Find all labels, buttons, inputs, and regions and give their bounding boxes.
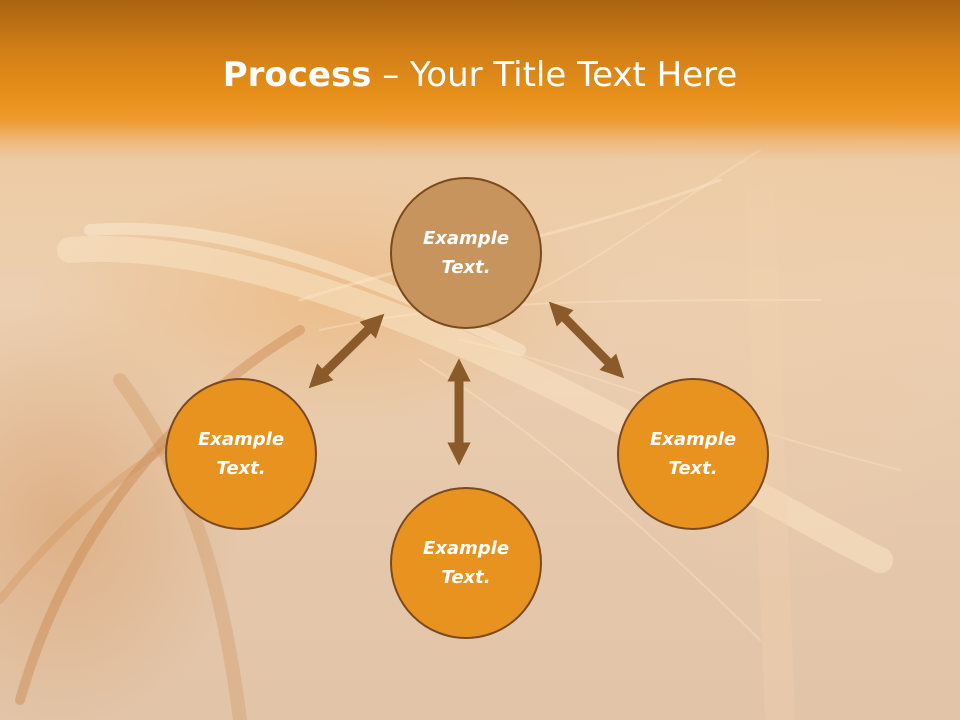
node-top: Example Text. bbox=[390, 177, 542, 329]
node-left: Example Text. bbox=[165, 378, 317, 530]
slide-title: Process – Your Title Text Here bbox=[0, 52, 960, 98]
node-right: Example Text. bbox=[617, 378, 769, 530]
header-band bbox=[0, 0, 960, 160]
node-top-label: Example Text. bbox=[422, 228, 510, 278]
title-bold-part: Process bbox=[222, 55, 372, 95]
node-bottom: Example Text. bbox=[390, 487, 542, 639]
node-left-label: Example Text. bbox=[197, 429, 285, 479]
node-bottom-label: Example Text. bbox=[422, 538, 510, 588]
node-right-label: Example Text. bbox=[649, 429, 737, 479]
title-rest-part: – Your Title Text Here bbox=[371, 55, 738, 95]
